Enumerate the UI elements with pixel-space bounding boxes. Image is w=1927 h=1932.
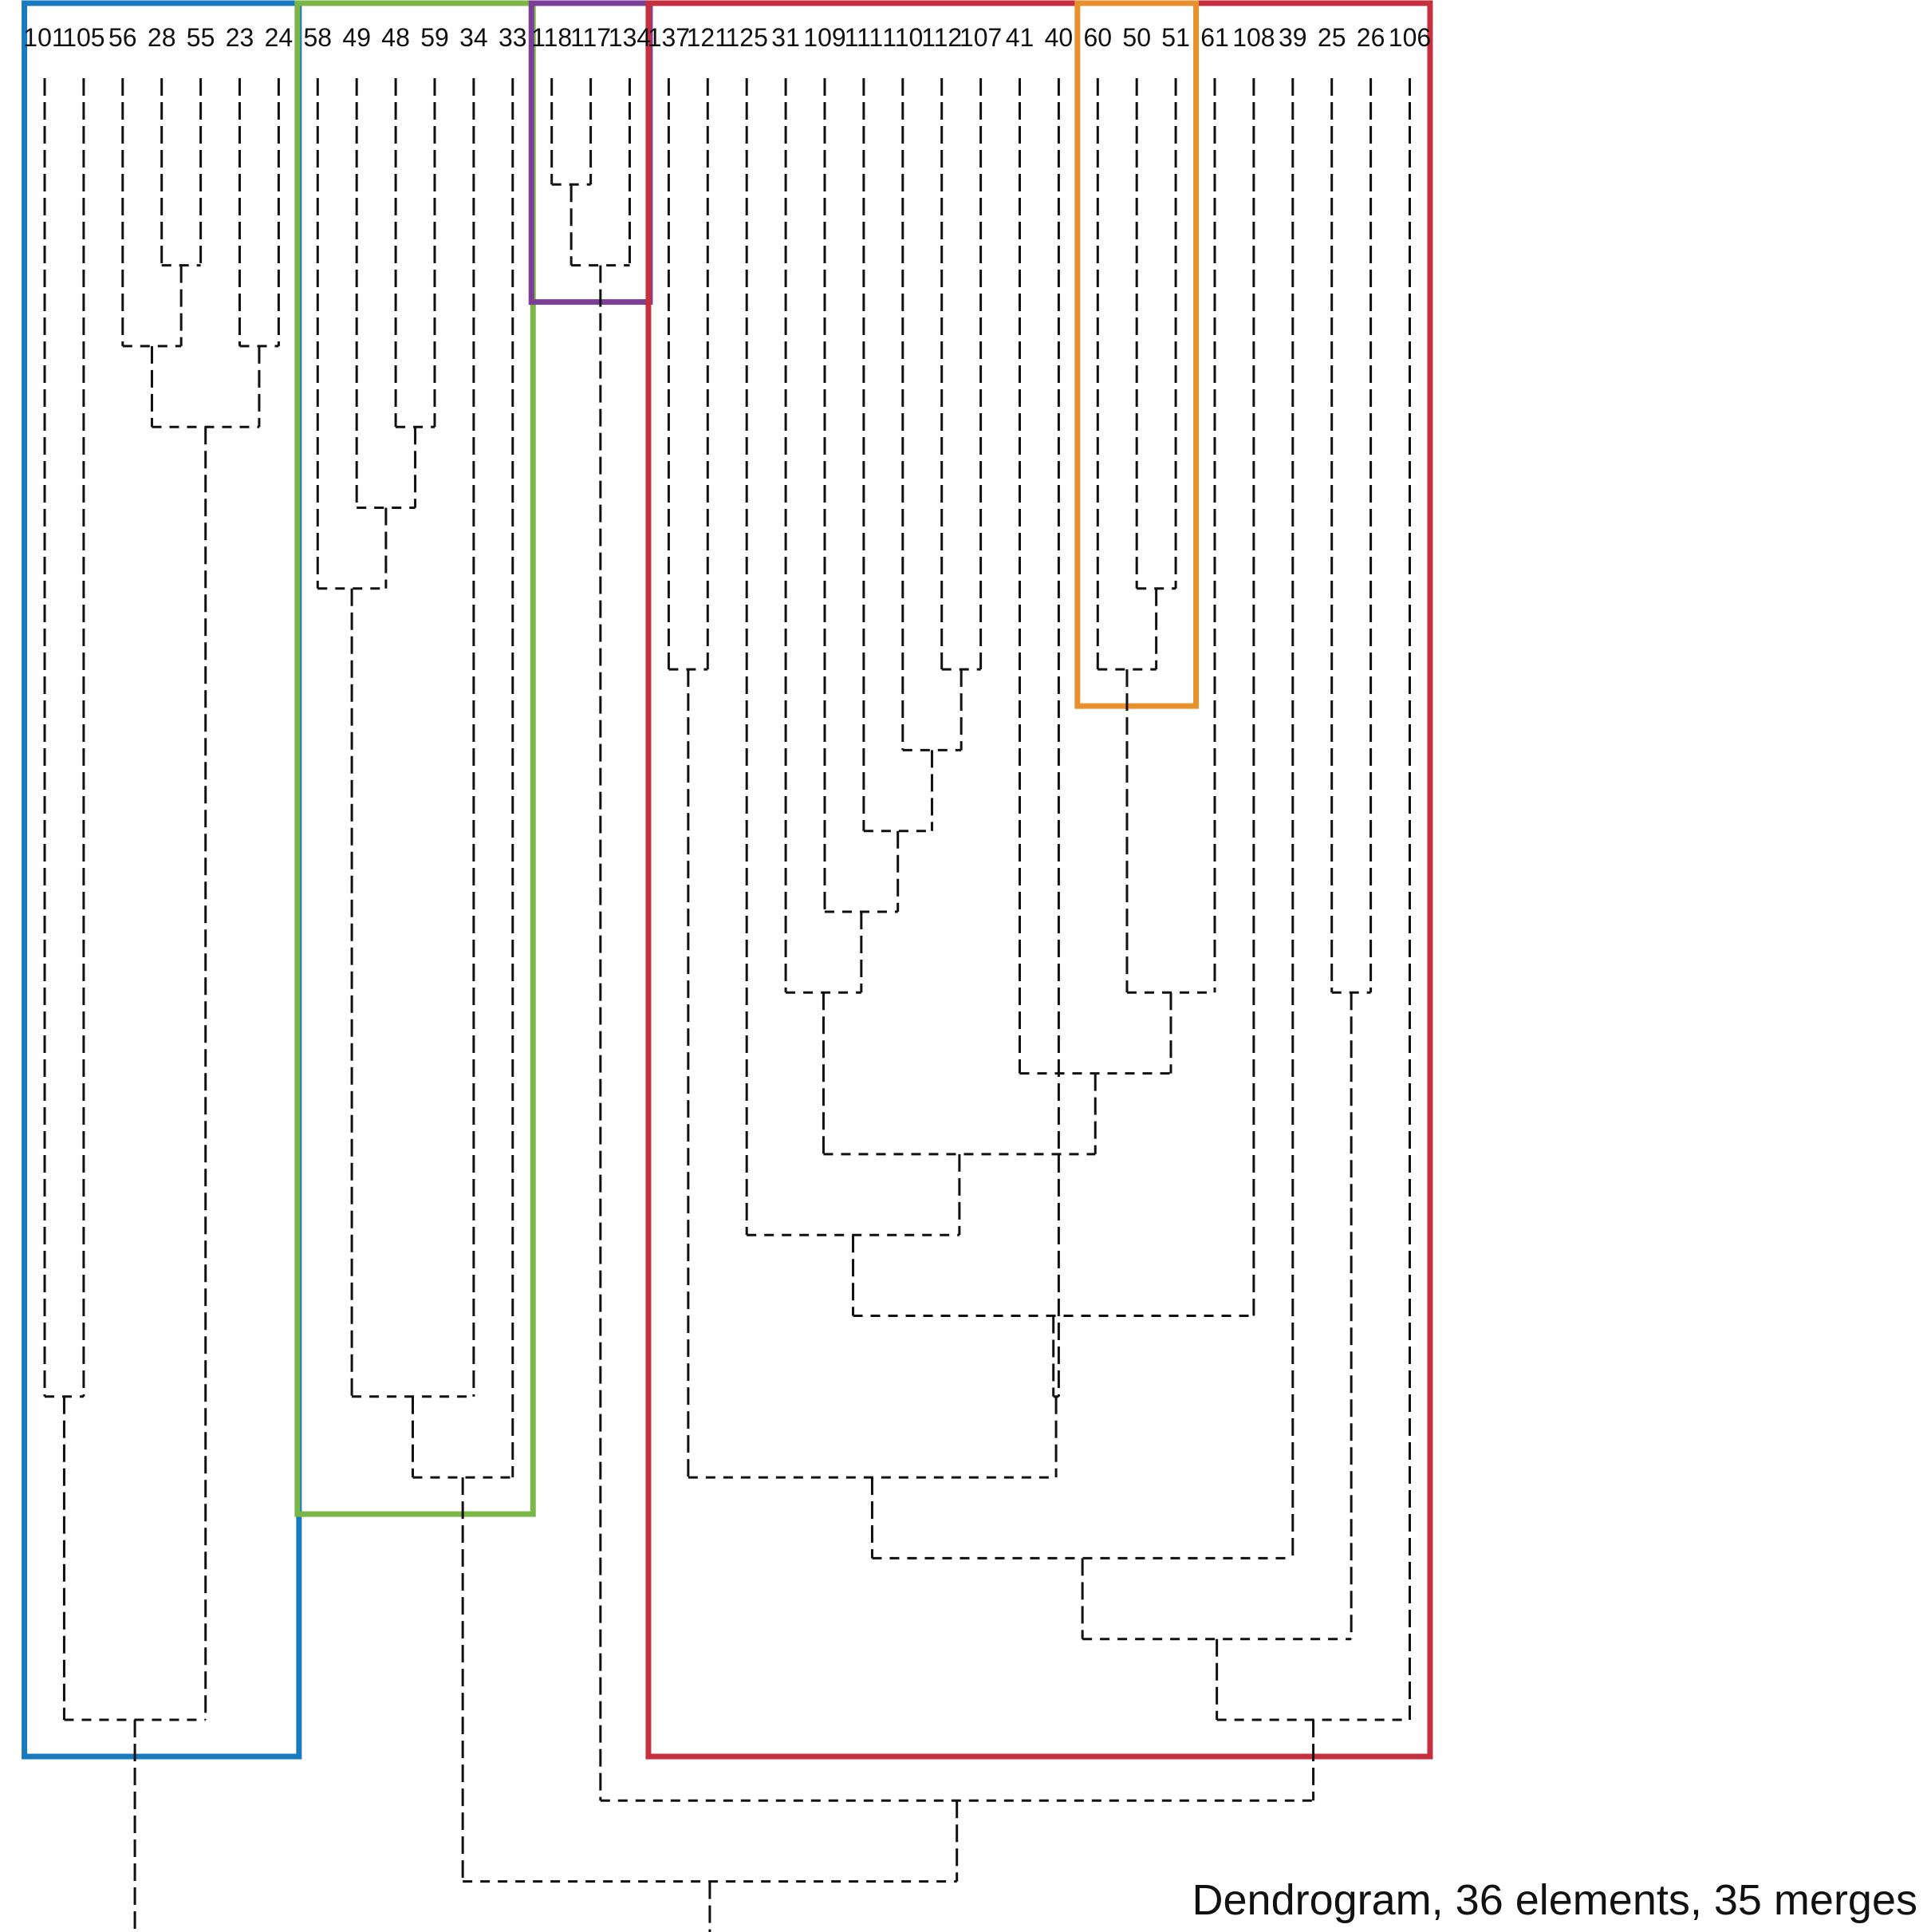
leaf-label: 101 xyxy=(23,23,65,52)
leaf-label: 61 xyxy=(1200,23,1229,52)
leaf-label: 51 xyxy=(1161,23,1190,52)
leaf-label: 56 xyxy=(108,23,137,52)
leaf-label: 117 xyxy=(570,23,611,52)
leaf-label: 34 xyxy=(459,23,488,52)
cluster-orange-box xyxy=(1074,0,1200,709)
leaf-label: 58 xyxy=(304,23,333,52)
cluster-red-box xyxy=(645,0,1433,1760)
leaf-label: 25 xyxy=(1318,23,1346,52)
leaf-label: 137 xyxy=(648,23,690,52)
cluster-boxes xyxy=(22,0,1433,1760)
dendrogram-branches xyxy=(43,78,1411,1932)
dendrogram-caption: Dendrogram, 36 elements, 35 merges xyxy=(1192,1876,1917,1924)
leaf-label: 24 xyxy=(265,23,294,52)
leaf-label: 39 xyxy=(1279,23,1307,52)
leaf-label: 28 xyxy=(148,23,176,52)
leaf-label: 107 xyxy=(960,23,1002,52)
leaf-label: 110 xyxy=(882,23,923,52)
leaf-label: 118 xyxy=(531,23,572,52)
leaf-label: 40 xyxy=(1045,23,1074,52)
leaf-label: 105 xyxy=(62,23,104,52)
leaf-label: 121 xyxy=(687,23,729,52)
leaf-label: 33 xyxy=(498,23,527,52)
leaf-label: 108 xyxy=(1232,23,1275,52)
cluster-green-box xyxy=(294,0,536,1517)
leaf-label: 41 xyxy=(1006,23,1034,52)
leaf-label: 31 xyxy=(771,23,800,52)
leaf-label: 112 xyxy=(921,23,962,52)
leaf-label: 106 xyxy=(1389,23,1431,52)
leaf-label: 49 xyxy=(342,23,371,52)
leaf-label: 26 xyxy=(1357,23,1385,52)
leaf-label: 59 xyxy=(420,23,449,52)
leaf-label: 134 xyxy=(609,23,651,52)
leaf-label: 23 xyxy=(226,23,254,52)
leaf-label: 109 xyxy=(803,23,845,52)
leaf-label: 48 xyxy=(381,23,410,52)
leaf-label: 60 xyxy=(1084,23,1113,52)
leaf-label: 125 xyxy=(726,23,768,52)
leaf-label: 111 xyxy=(845,23,884,52)
leaf-label: 55 xyxy=(187,23,215,52)
leaf-label: 50 xyxy=(1122,23,1151,52)
